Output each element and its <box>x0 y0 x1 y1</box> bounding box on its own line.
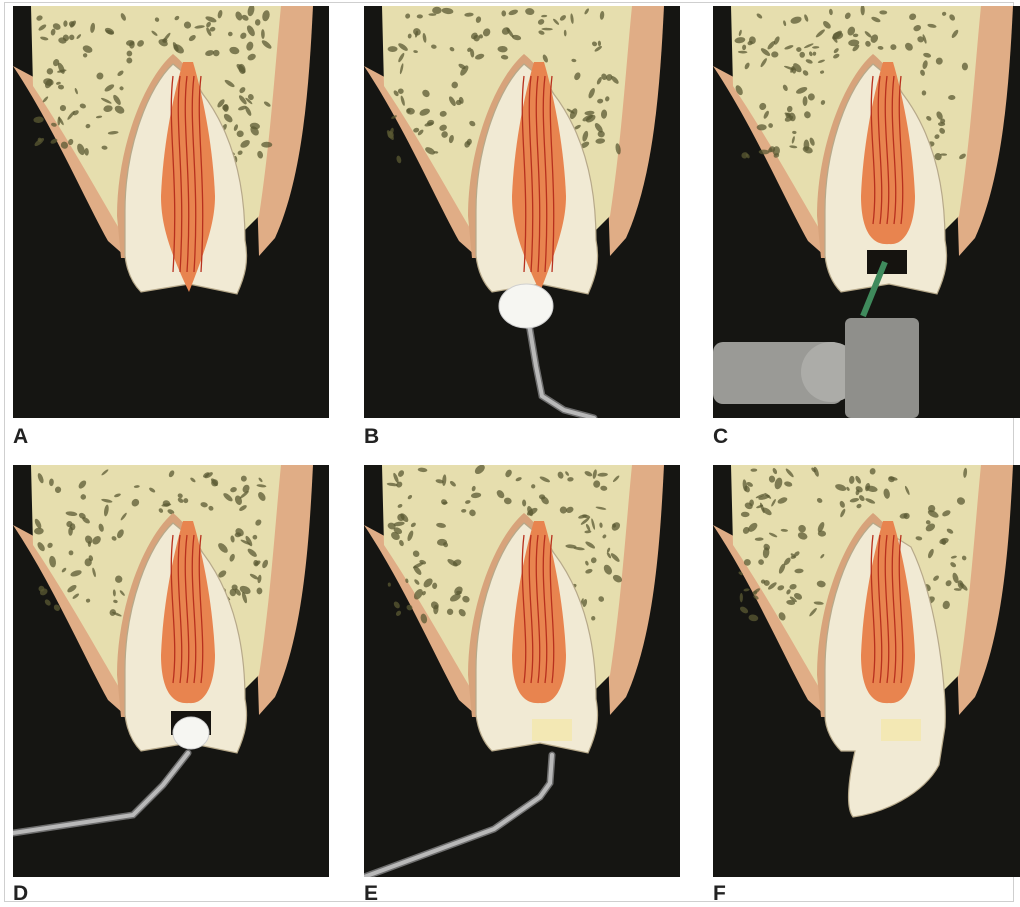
panel-d-illustration <box>13 465 329 877</box>
bone-pore <box>44 598 52 606</box>
panel-d-label: D <box>13 882 28 906</box>
bone-pore <box>432 7 442 14</box>
handpiece-housing <box>845 318 919 418</box>
bone-pore <box>388 582 391 586</box>
panel-c-label: C <box>713 425 728 449</box>
panel-e-label: E <box>364 882 378 906</box>
panel-f-label: F <box>713 882 726 906</box>
bone-pore <box>739 605 750 615</box>
panel-a-label: A <box>13 425 28 449</box>
bone-pore <box>223 104 229 112</box>
panel-c <box>713 6 1020 418</box>
dental-tweezers <box>529 324 594 418</box>
bone-pore <box>162 38 167 42</box>
panel-e <box>364 465 680 877</box>
bone-pore <box>743 588 750 592</box>
bone-pore <box>388 46 398 52</box>
cotton-pellet <box>499 284 553 328</box>
panel-b-illustration <box>364 6 680 418</box>
bone-pore <box>33 116 44 123</box>
temporary-filling <box>532 719 572 741</box>
filling-instrument <box>364 755 552 877</box>
panel-c-illustration <box>713 6 1020 418</box>
panel-a-illustration <box>13 6 329 418</box>
cotton-pellet <box>173 717 209 749</box>
panel-b <box>364 6 680 418</box>
panel-d <box>13 465 329 877</box>
bone-pore <box>396 155 402 164</box>
prepared-cavity <box>867 250 907 274</box>
panel-b-label: B <box>364 425 379 449</box>
bone-pore <box>748 614 759 622</box>
temporary-filling <box>881 719 921 741</box>
bone-pore <box>740 151 749 160</box>
bone-pore <box>393 600 402 609</box>
dental-plier <box>13 753 188 833</box>
bone-pore <box>740 593 743 602</box>
panel-f <box>713 465 1020 877</box>
panel-a <box>13 6 329 418</box>
filling-instrument-shadow <box>364 755 552 877</box>
bone-pore <box>395 610 402 617</box>
panel-f-illustration <box>713 465 1020 877</box>
panel-e-illustration <box>364 465 680 877</box>
